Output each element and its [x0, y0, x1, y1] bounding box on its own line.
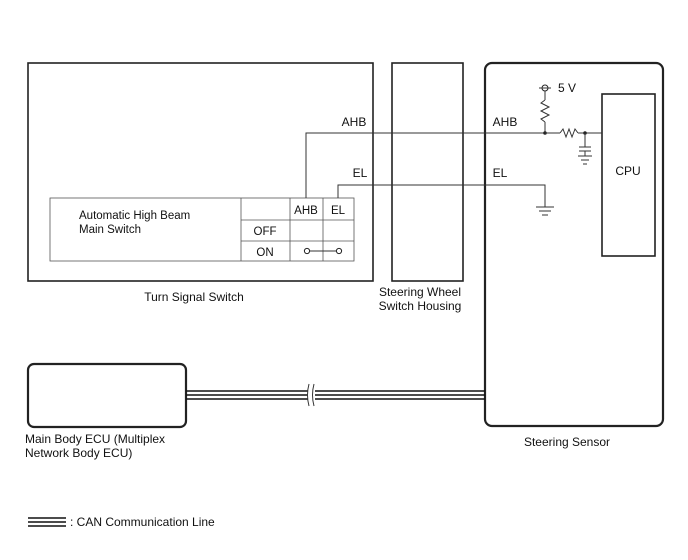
- main-switch-table: [49, 197, 355, 262]
- turn-signal-switch-label: Turn Signal Switch: [144, 290, 244, 304]
- housing-label-line1: Steering Wheel: [379, 285, 461, 299]
- supply-5v-label: 5 V: [558, 81, 576, 95]
- ahb-label-right: AHB: [493, 115, 518, 129]
- el-label-left: EL: [353, 166, 368, 180]
- main-switch-title-line2: Main Switch: [79, 224, 141, 236]
- cpu-label: CPU: [615, 164, 640, 178]
- table-row-off: OFF: [254, 226, 277, 238]
- cap-ground-symbol: [578, 155, 592, 165]
- table-header-ahb: AHB: [294, 205, 318, 217]
- can-break-mark-left: [307, 383, 310, 407]
- main-body-ecu-label-line2: Network Body ECU): [25, 446, 132, 460]
- pullup-resistor-icon: [539, 99, 551, 123]
- table-header-el: EL: [331, 205, 346, 217]
- ahb-wire: [305, 132, 545, 198]
- series-resistor-icon: [559, 127, 579, 139]
- main-switch-title-line1: Automatic High Beam: [79, 210, 190, 222]
- can-break-mark-right: [312, 383, 315, 407]
- steering-wheel-switch-housing-box: [391, 62, 464, 282]
- ahb-label-left: AHB: [342, 115, 367, 129]
- can-line-break: [308, 384, 315, 406]
- on-contact-symbol: [303, 247, 343, 255]
- supply-5v-terminal: [539, 84, 551, 92]
- can-communication-line: [186, 390, 485, 400]
- el-ground-symbol: [536, 206, 554, 216]
- el-wire: [337, 184, 546, 207]
- turn-signal-switch-box: [27, 62, 374, 282]
- cpu-box: [601, 93, 656, 257]
- main-body-ecu-box: [26, 362, 188, 429]
- legend-can-line-symbol: [28, 517, 66, 527]
- steering-sensor-box: [483, 61, 665, 428]
- housing-label-line2: Switch Housing: [379, 299, 462, 313]
- capacitor-icon: [579, 146, 591, 152]
- legend-can-line-label: : CAN Communication Line: [70, 515, 215, 529]
- steering-sensor-label: Steering Sensor: [524, 435, 610, 449]
- main-body-ecu-label-line1: Main Body ECU (Multiplex: [25, 432, 165, 446]
- el-label-right: EL: [493, 166, 508, 180]
- table-row-on: ON: [256, 247, 273, 259]
